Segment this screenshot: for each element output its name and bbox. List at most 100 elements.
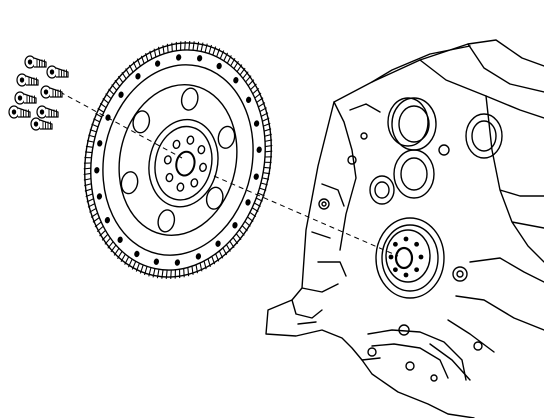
flywheel-outer-hole — [195, 253, 202, 260]
cam-bore-left-inner — [375, 182, 389, 198]
flywheel-outer-hole — [134, 250, 140, 258]
flywheel-outer-hole — [96, 193, 103, 200]
block-bolt-hole — [439, 145, 449, 155]
ring-gear-outer — [63, 25, 292, 294]
flywheel-outer-hole — [256, 146, 262, 153]
bolt-head-socket — [33, 121, 39, 127]
cam-bore-middle-inner — [401, 158, 427, 190]
hub-bolt-hole — [199, 163, 207, 172]
block-bolt-hole — [406, 362, 414, 370]
mounting-bolt — [31, 118, 52, 130]
hub-bolt-hole — [176, 183, 184, 192]
flywheel-mounting-bolts — [9, 56, 68, 130]
rear-seal-housing — [376, 218, 444, 298]
flywheel-outer-hole — [174, 259, 180, 266]
mounting-bolt — [15, 92, 36, 104]
flywheel-large-holes — [112, 78, 244, 242]
flywheel-hub-face — [148, 121, 218, 205]
crankshaft-flange-hole — [414, 267, 420, 273]
cam-bore-right — [466, 114, 502, 158]
block-bolt-hole — [319, 199, 329, 209]
block-bolt-hole — [457, 271, 463, 277]
flywheel-inner-ring — [105, 74, 250, 247]
hub-bolt-hole — [164, 155, 172, 164]
cam-bore-left — [370, 176, 394, 204]
crankshaft-pilot — [396, 248, 412, 268]
hub-bolt-hole — [197, 145, 205, 154]
crankshaft-flange-hole — [418, 254, 424, 260]
bolt-head-socket — [49, 69, 55, 75]
flywheel-large-hole — [131, 109, 151, 134]
flywheel-large-hole — [216, 125, 236, 150]
mounting-bolt — [47, 66, 68, 78]
alignment-lines — [60, 92, 398, 256]
block-bolt-hole — [348, 156, 356, 164]
flywheel-outer-hole — [135, 73, 141, 80]
flywheel-outer-hole — [216, 62, 222, 70]
cam-bore-middle — [394, 150, 434, 198]
mounting-bolt — [9, 106, 30, 118]
crankshaft-flange-hole — [392, 241, 398, 247]
flywheel-outer-hole — [118, 91, 124, 98]
bolt-head-socket — [19, 77, 25, 83]
flywheel-outer-hole — [154, 60, 161, 67]
flywheel-outer-hole — [97, 140, 103, 147]
flywheel-large-hole — [205, 186, 225, 211]
flywheel-outer-hole — [104, 216, 111, 224]
flywheel-outer-hole — [94, 167, 100, 174]
engine-block-boss — [292, 300, 322, 324]
crankshaft-flange-hole — [403, 272, 409, 278]
flywheel-outer-hole — [232, 222, 238, 229]
crankshaft-flange-hole — [403, 236, 409, 242]
hub-bolt-hole — [165, 173, 173, 182]
cam-bore-upper-inner — [399, 106, 429, 142]
flywheel-hub — [141, 113, 226, 213]
crankshaft-flange-hole — [388, 254, 394, 260]
bolt-head-socket — [43, 89, 49, 95]
hub-bolt-holes — [159, 132, 212, 196]
block-bolt-hole — [399, 325, 409, 335]
block-bolt-hole — [361, 133, 367, 139]
block-bolt-hole — [431, 375, 437, 381]
flywheel-bolt-circle-ring — [86, 51, 271, 270]
flywheel-outer-holes — [94, 54, 262, 266]
bolt-head-socket — [11, 109, 17, 115]
hub-bolt-hole — [173, 140, 181, 149]
flywheel-large-hole — [119, 170, 139, 195]
flywheel-large-hole — [180, 87, 200, 112]
bolt-head-socket — [17, 95, 23, 101]
crankshaft-flange — [386, 230, 430, 282]
flywheel-outer-hole — [215, 240, 221, 247]
mounting-bolt — [37, 106, 58, 118]
block-bolt-hole — [453, 267, 467, 281]
flywheel-outer-hole — [117, 236, 123, 243]
ring-gear-root — [71, 34, 285, 287]
mounting-bolt — [41, 86, 62, 98]
flywheel — [62, 23, 294, 296]
engine-block — [266, 40, 544, 418]
flywheel-outer-hole — [176, 54, 182, 61]
block-bolt-hole — [322, 202, 326, 206]
flywheel-outer-hole — [253, 173, 259, 180]
flywheel-center-bore — [174, 150, 197, 177]
block-bolt-hole — [368, 348, 376, 356]
crankshaft-flange-hole — [392, 267, 398, 273]
engine-block-lower-rail — [362, 330, 466, 380]
crankshaft-flange-hole — [414, 241, 420, 247]
rear-seal-housing-lip — [382, 225, 438, 291]
flywheel-outer-hole — [196, 55, 203, 62]
flywheel-outer-hole — [105, 114, 111, 121]
mounting-bolt — [17, 74, 38, 86]
cam-bore-right-inner — [472, 121, 496, 151]
engine-block-outline — [266, 40, 544, 418]
hub-bolt-hole — [186, 136, 194, 145]
flywheel-large-hole — [156, 208, 176, 233]
hub-bolt-hole — [190, 178, 198, 187]
bolt-head-socket — [39, 109, 45, 115]
crankshaft-flange-holes — [388, 236, 424, 278]
flywheel-outer-hole — [245, 96, 252, 104]
flywheel-outer-hole — [153, 258, 160, 265]
alignment-line-crank — [214, 176, 398, 256]
